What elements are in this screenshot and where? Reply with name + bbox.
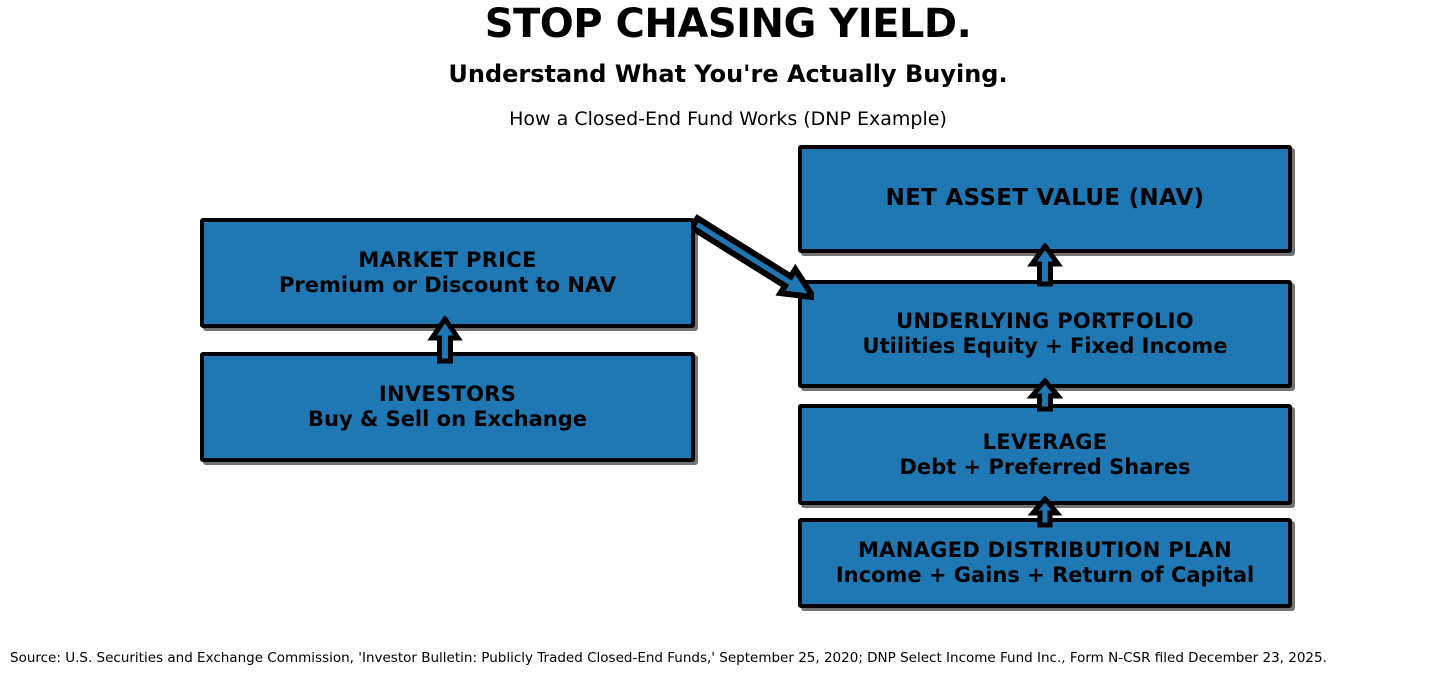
- flow-box-underlying-portfolio-line1: UNDERLYING PORTFOLIO: [896, 309, 1194, 334]
- flow-box-managed-distribution-plan-line2: Income + Gains + Return of Capital: [835, 563, 1255, 587]
- flow-box-market-price-line2: Premium or Discount to NAV: [279, 273, 616, 297]
- flow-box-investors: INVESTORS Buy & Sell on Exchange: [200, 352, 695, 462]
- flow-box-underlying-portfolio-line2: Utilities Equity + Fixed Income: [862, 334, 1228, 358]
- flow-box-investors-line1: INVESTORS: [378, 382, 517, 407]
- flow-box-leverage: LEVERAGE Debt + Preferred Shares: [798, 404, 1292, 505]
- diagram-caption: How a Closed-End Fund Works (DNP Example…: [509, 108, 947, 130]
- flow-box-investors-line2: Buy & Sell on Exchange: [307, 407, 588, 431]
- flow-box-underlying-portfolio: UNDERLYING PORTFOLIO Utilities Equity + …: [798, 280, 1292, 388]
- flow-box-net-asset-value-line1: NET ASSET VALUE (NAV): [885, 185, 1205, 212]
- page-title: STOP CHASING YIELD.: [484, 1, 972, 47]
- flow-box-market-price: MARKET PRICE Premium or Discount to NAV: [200, 218, 695, 328]
- flow-box-net-asset-value: NET ASSET VALUE (NAV): [798, 145, 1292, 253]
- arrow-diagonal-icon-nav-to-market-price: [694, 214, 814, 301]
- source-note: Source: U.S. Securities and Exchange Com…: [10, 650, 1327, 666]
- flow-box-managed-distribution-plan: MANAGED DISTRIBUTION PLAN Income + Gains…: [798, 518, 1292, 608]
- flow-box-managed-distribution-plan-line1: MANAGED DISTRIBUTION PLAN: [857, 538, 1232, 563]
- flow-box-market-price-line1: MARKET PRICE: [358, 248, 537, 273]
- page-subtitle: Understand What You're Actually Buying.: [448, 60, 1008, 88]
- flow-box-leverage-line1: LEVERAGE: [982, 429, 1108, 454]
- flow-box-leverage-line2: Debt + Preferred Shares: [899, 454, 1191, 479]
